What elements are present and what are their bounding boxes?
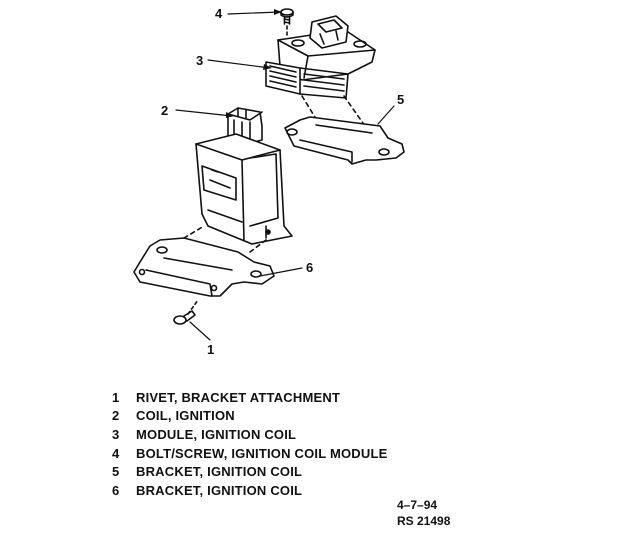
parts-legend: 1 RIVET, BRACKET ATTACHMENT 2 COIL, IGNI… bbox=[112, 388, 472, 500]
legend-description: BRACKET, IGNITION COIL bbox=[136, 482, 303, 498]
legend-description: BOLT/SCREW, IGNITION COIL MODULE bbox=[136, 445, 388, 461]
upper-bracket-part bbox=[284, 116, 405, 165]
legend-number: 3 bbox=[112, 426, 120, 442]
exploded-view-diagram: 4 3 2 5 6 1 bbox=[133, 6, 405, 357]
figure-footer: 4–7–94 RS 21498 bbox=[397, 497, 450, 529]
ignition-coil-part bbox=[195, 107, 293, 245]
rivet-part bbox=[173, 310, 196, 325]
legend-item: 3 MODULE, IGNITION COIL bbox=[112, 425, 472, 444]
figure-reference: RS 21498 bbox=[397, 514, 451, 528]
ignition-coil-module-part bbox=[265, 15, 376, 99]
callout-5: 5 bbox=[397, 92, 404, 107]
legend-number: 4 bbox=[112, 445, 120, 461]
callout-6: 6 bbox=[306, 260, 313, 275]
bolt-screw-part bbox=[280, 8, 294, 37]
legend-number: 2 bbox=[112, 408, 120, 424]
legend-description: RIVET, BRACKET ATTACHMENT bbox=[136, 389, 341, 405]
callout-3: 3 bbox=[196, 53, 203, 68]
legend-item: 2 COIL, IGNITION bbox=[112, 407, 472, 426]
lower-bracket-part bbox=[133, 237, 275, 297]
legend-number: 6 bbox=[112, 482, 120, 498]
callout-1: 1 bbox=[207, 342, 214, 357]
legend-number: 1 bbox=[112, 389, 120, 405]
legend-item: 6 BRACKET, IGNITION COIL bbox=[112, 481, 472, 500]
callout-2: 2 bbox=[161, 103, 168, 118]
legend-item: 4 BOLT/SCREW, IGNITION COIL MODULE bbox=[112, 444, 472, 463]
legend-item: 1 RIVET, BRACKET ATTACHMENT bbox=[112, 388, 472, 407]
legend-description: BRACKET, IGNITION COIL bbox=[136, 464, 303, 480]
callout-4: 4 bbox=[215, 6, 223, 21]
legend-item: 5 BRACKET, IGNITION COIL bbox=[112, 462, 472, 481]
figure-date: 4–7–94 bbox=[397, 498, 438, 512]
legend-description: MODULE, IGNITION COIL bbox=[136, 426, 297, 442]
legend-description: COIL, IGNITION bbox=[136, 408, 235, 424]
legend-number: 5 bbox=[112, 464, 120, 480]
